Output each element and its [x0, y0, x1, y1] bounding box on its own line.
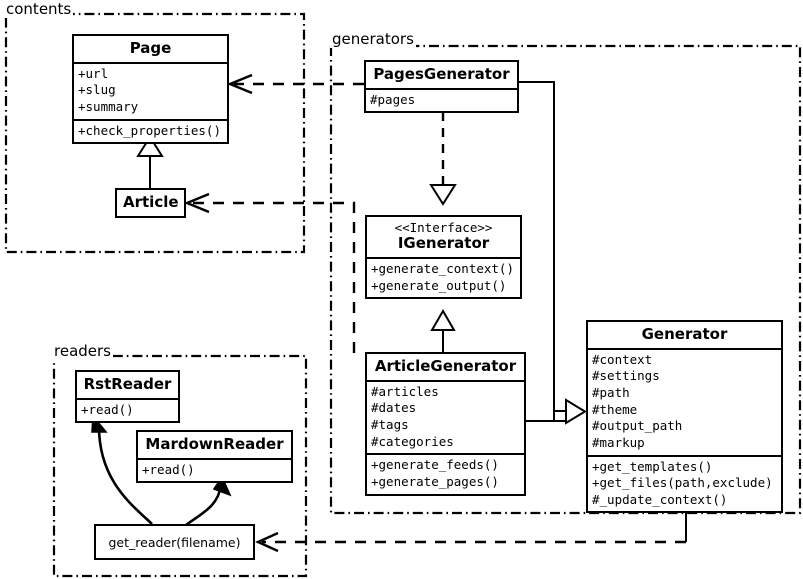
class-box-articlegenerator[interactable]: ArticleGenerator #articles #dates #tags …: [365, 352, 526, 496]
package-label-contents: contents: [4, 0, 74, 18]
class-name-articlegenerator: ArticleGenerator: [374, 357, 517, 375]
class-name-generator: Generator: [641, 325, 728, 343]
method: +read(): [81, 401, 134, 417]
class-name-article: Article: [123, 193, 179, 211]
method: +get_files(path,exclude): [592, 475, 773, 491]
attribute: +slug: [78, 82, 116, 98]
class-attributes-pagesgenerator: #pages: [366, 87, 517, 112]
method: +generate_pages(): [371, 473, 499, 489]
relation-pagesgenerator-to-page: [226, 73, 364, 95]
attribute: #articles: [371, 383, 439, 399]
class-attributes-generator: #context #settings #path #theme #output_…: [588, 347, 781, 455]
relation-articlegenerator-to-article: [183, 192, 356, 353]
class-stereotype-igenerator: <<Interface>>: [394, 220, 493, 235]
class-name-page: Page: [129, 39, 172, 57]
attribute: #dates: [371, 400, 417, 416]
attribute: #tags: [371, 417, 409, 433]
class-box-page[interactable]: Page +url +slug +summary +check_properti…: [72, 34, 229, 145]
class-name-pagesgenerator: PagesGenerator: [373, 65, 510, 83]
attribute: +url: [78, 65, 109, 81]
class-name-igenerator: <<Interface>> IGenerator: [367, 217, 520, 257]
attribute: +summary: [78, 99, 139, 115]
class-methods-mardownreader: +read(): [138, 457, 291, 482]
attribute: #context: [592, 351, 653, 367]
relation-getreader-to-mardownreader: [185, 475, 232, 527]
attribute: #theme: [592, 401, 638, 417]
class-box-mardownreader[interactable]: MardownReader +read(): [136, 430, 293, 484]
class-methods-generator: +get_templates() +get_files(path,exclude…: [588, 454, 781, 512]
class-name-mardownreader: MardownReader: [145, 435, 284, 453]
method: #_update_context(): [592, 491, 728, 507]
class-methods-rstreader: +read(): [77, 397, 178, 422]
class-name-rstreader: RstReader: [83, 375, 172, 393]
class-box-rstreader[interactable]: RstReader +read(): [75, 370, 180, 424]
attribute: #pages: [370, 91, 416, 107]
method: +check_properties(): [78, 122, 221, 138]
method: +get_templates(): [592, 458, 713, 474]
function-box-get-reader[interactable]: get_reader(filename): [94, 524, 255, 560]
class-box-pagesgenerator[interactable]: PagesGenerator #pages: [364, 60, 519, 114]
package-label-readers: readers: [52, 342, 113, 360]
class-box-generator[interactable]: Generator #context #settings #path #them…: [586, 320, 783, 514]
function-label-get-reader: get_reader(filename): [108, 534, 241, 550]
class-title-igenerator: IGenerator: [397, 234, 490, 253]
method: +generate_context(): [371, 261, 514, 277]
attribute: #output_path: [592, 418, 683, 434]
class-methods-igenerator: +generate_context() +generate_output(): [367, 257, 520, 297]
attribute: #path: [592, 385, 630, 401]
relation-article-to-page: [136, 135, 164, 189]
class-box-article[interactable]: Article: [115, 188, 186, 218]
attribute: #categories: [371, 433, 454, 449]
class-attributes-page: +url +slug +summary: [74, 61, 227, 119]
method: +read(): [142, 461, 195, 477]
method: +generate_output(): [371, 277, 507, 293]
relation-pagesgenerator-to-igenerator: [429, 112, 457, 206]
attribute: #markup: [592, 434, 645, 450]
class-attributes-articlegenerator: #articles #dates #tags #categories: [367, 379, 524, 454]
package-label-generators: generators: [330, 30, 416, 48]
class-box-igenerator[interactable]: <<Interface>> IGenerator +generate_conte…: [365, 215, 522, 300]
attribute: #settings: [592, 368, 660, 384]
class-methods-articlegenerator: +generate_feeds() +generate_pages(): [367, 453, 524, 493]
relation-articlegenerator-to-igenerator: [430, 309, 456, 353]
class-methods-page: +check_properties(): [74, 118, 227, 143]
method: +generate_feeds(): [371, 457, 499, 473]
relation-articlegenerator-to-generator: [526, 398, 587, 425]
